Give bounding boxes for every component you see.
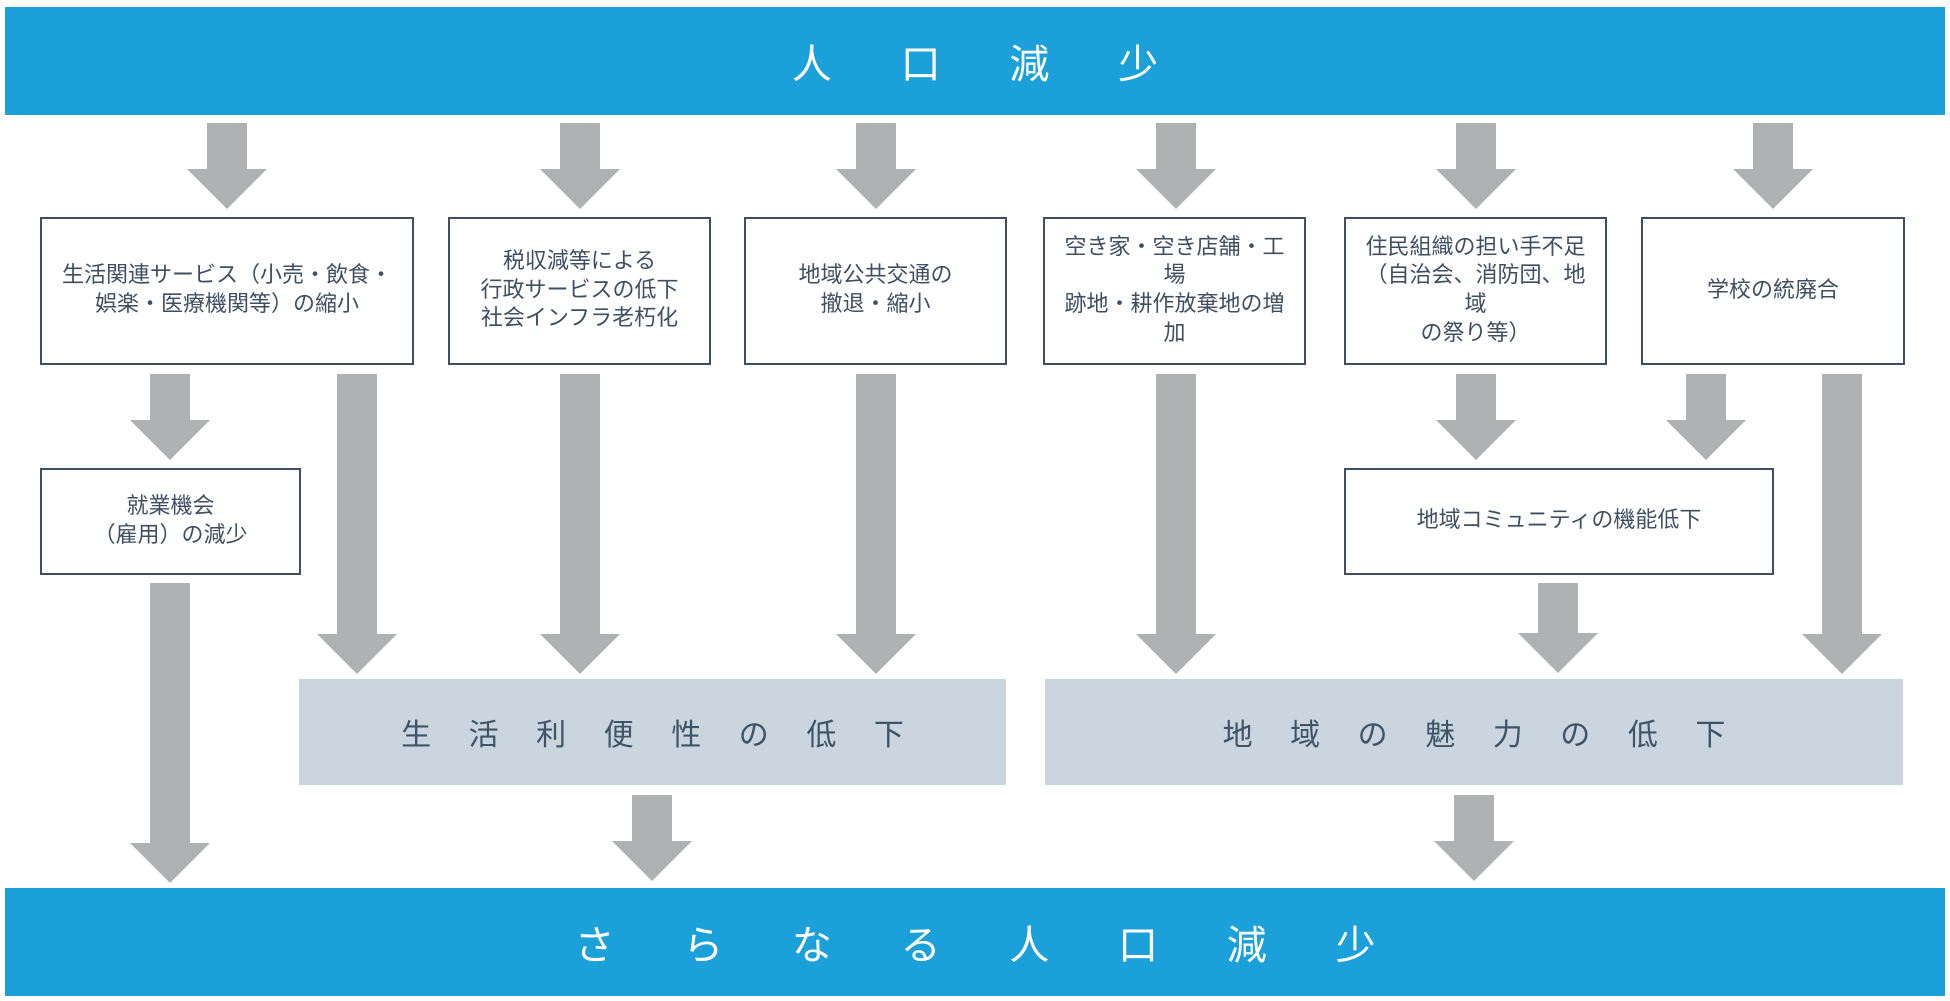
box-vacant-land-increase: 空き家・空き店舗・工場 跡地・耕作放棄地の増 加 [1043, 217, 1306, 365]
arrow-down-icon [540, 123, 620, 209]
band-attractiveness-decline: 地 域 の 魅 力 の 低 下 [1045, 679, 1903, 785]
box-admin-services-decline: 税収減等による 行政サービスの低下 社会インフラ老朽化 [448, 217, 711, 365]
arrow-down-icon [836, 374, 916, 674]
arrow-down-icon [1434, 795, 1514, 881]
box-employment-decrease: 就業機会 （雇用）の減少 [40, 468, 301, 575]
arrow-down-icon [130, 583, 210, 883]
arrow-down-icon [1136, 123, 1216, 209]
arrow-down-icon [612, 795, 692, 881]
arrow-down-icon [836, 123, 916, 209]
box-school-merger: 学校の統廃合 [1641, 217, 1905, 365]
box-public-transport-withdrawal: 地域公共交通の 撤退・縮小 [744, 217, 1007, 365]
arrow-down-icon [317, 374, 397, 674]
band-convenience-decline: 生 活 利 便 性 の 低 下 [299, 679, 1006, 785]
box-community-function-decline: 地域コミュニティの機能低下 [1344, 468, 1774, 575]
arrow-down-icon [540, 374, 620, 674]
arrow-down-icon [1136, 374, 1216, 674]
arrow-down-icon [1802, 374, 1882, 674]
arrow-down-icon [1666, 374, 1746, 460]
arrow-down-icon [1518, 583, 1598, 673]
arrow-down-icon [1436, 374, 1516, 460]
arrow-down-icon [187, 123, 267, 209]
arrow-down-icon [130, 374, 210, 460]
arrow-down-icon [1733, 123, 1813, 209]
header-population-decline: 人 口 減 少 [5, 7, 1945, 115]
footer-further-population-decline: さ ら な る 人 口 減 少 [5, 888, 1945, 996]
arrow-down-icon [1436, 123, 1516, 209]
box-resident-org-shortage: 住民組織の担い手不足 （自治会、消防団、地域 の祭り等） [1344, 217, 1607, 365]
box-life-services-shrink: 生活関連サービス（小売・飲食・ 娯楽・医療機関等）の縮小 [40, 217, 414, 365]
